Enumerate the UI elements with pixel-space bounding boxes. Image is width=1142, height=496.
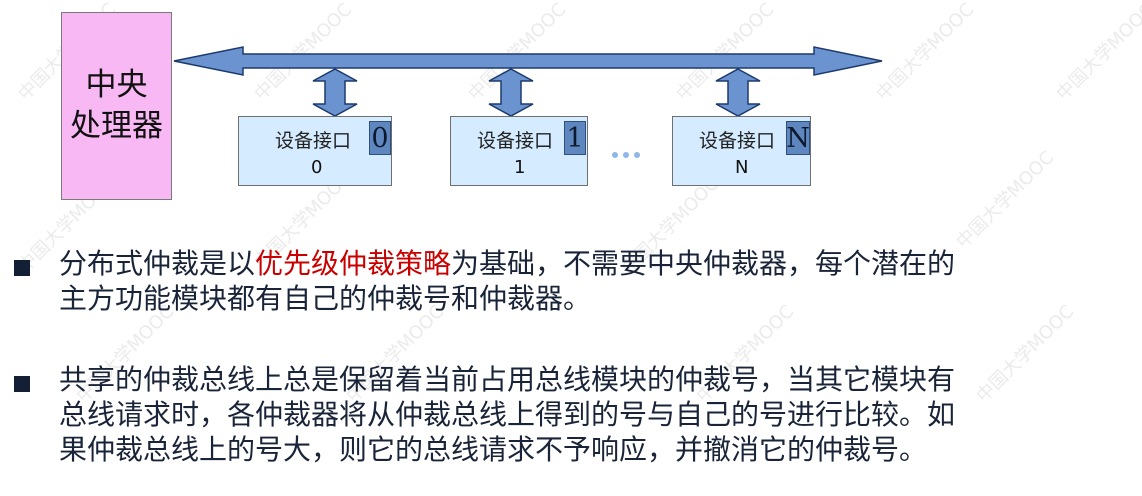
- bullet-1: 分布式仲裁是以优先级仲裁策略为基础，不需要中央仲裁器，每个潜在的 主方功能模块都…: [14, 246, 1124, 316]
- cpu-label-line2: 处理器: [70, 108, 163, 144]
- device-label: 设备接口: [275, 130, 352, 152]
- arbiter-badge: N: [786, 121, 810, 155]
- cpu-label-line1: 中央: [85, 67, 148, 103]
- device-1-connector-arrow: [488, 68, 534, 117]
- device-n-connector-arrow: [715, 68, 761, 117]
- device-number: 0: [311, 157, 323, 178]
- arbiter-badge: 1: [564, 121, 586, 155]
- arbiter-badge: 0: [369, 121, 391, 155]
- central-processor-box: 中央 处理器: [61, 12, 172, 200]
- device-interface-0: 设备接口 0 0: [238, 116, 392, 186]
- bullet-1-text: 分布式仲裁是以优先级仲裁策略为基础，不需要中央仲裁器，每个潜在的 主方功能模块都…: [59, 246, 1124, 316]
- system-bus-arrow: [173, 46, 883, 76]
- bullet-2-line-3: 果仲裁总线上的号大，则它的总线请求不予响应，并撤消它的仲裁号。: [59, 433, 928, 466]
- bullet-2-text: 共享的仲裁总线上总是保留着当前占用总线模块的仲裁号，当其它模块有 总线请求时，各…: [59, 362, 1124, 467]
- highlight-term: 优先级仲裁策略: [255, 247, 452, 280]
- bullet-2-line-1: 共享的仲裁总线上总是保留着当前占用总线模块的仲裁号，当其它模块有: [59, 363, 956, 396]
- device-interface-1: 设备接口 1 1: [450, 116, 588, 186]
- square-bullet-icon: [14, 260, 30, 276]
- bus-diagram: [173, 46, 883, 117]
- ellipsis-dots: [612, 143, 645, 162]
- bullet-2-line-2: 总线请求时，各仲裁器将从仲裁总线上得到的号与自己的号进行比较。如: [59, 398, 956, 431]
- device-number: N: [735, 157, 749, 178]
- bullet-2: 共享的仲裁总线上总是保留着当前占用总线模块的仲裁号，当其它模块有 总线请求时，各…: [14, 362, 1124, 467]
- device-0-connector-arrow: [312, 68, 358, 117]
- device-label: 设备接口: [699, 130, 776, 152]
- bullet-1-line-1: 分布式仲裁是以优先级仲裁策略为基础，不需要中央仲裁器，每个潜在的: [59, 247, 956, 280]
- square-bullet-icon: [14, 376, 30, 392]
- device-label: 设备接口: [477, 130, 554, 152]
- bullet-1-line-2: 主方功能模块都有自己的仲裁号和仲裁器。: [59, 282, 592, 315]
- device-interface-n: 设备接口 N N: [672, 116, 811, 186]
- device-number: 1: [514, 157, 526, 178]
